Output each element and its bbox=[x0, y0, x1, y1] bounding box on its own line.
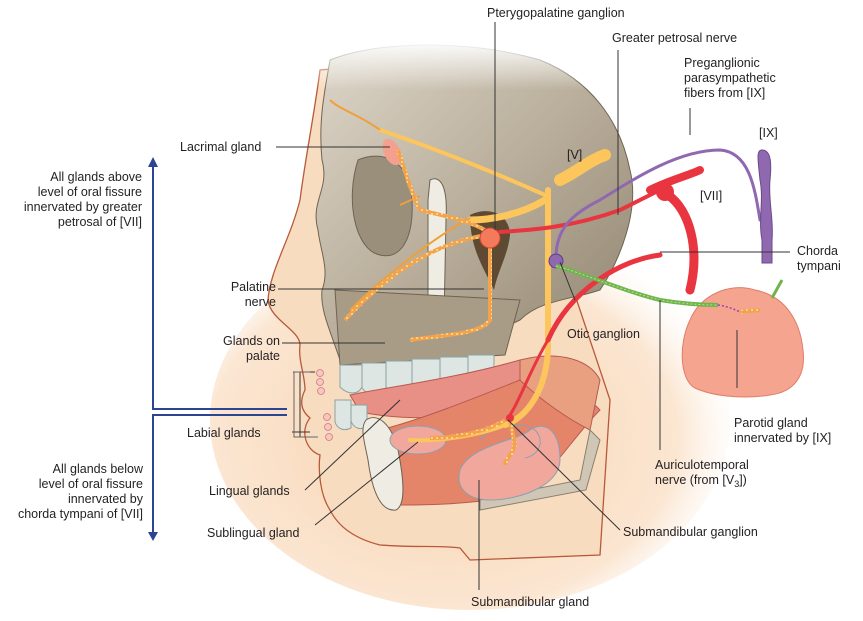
lacrimal-gland-shape bbox=[382, 138, 402, 166]
labial-gland-dots bbox=[316, 369, 333, 441]
label-otic-ganglion: Otic ganglion bbox=[567, 327, 640, 341]
label-palatine-nerve: Palatine nerve bbox=[186, 280, 276, 310]
label-part: ]) bbox=[739, 473, 747, 487]
note-below-line: chorda tympani of [VII] bbox=[17, 507, 143, 521]
note-below-oral-fissure: All glands below level of oral fissure i… bbox=[0, 462, 143, 522]
geniculate-ganglion bbox=[656, 183, 674, 201]
label-subscript: 3 bbox=[734, 479, 740, 489]
oral-fissure-arrows bbox=[152, 160, 287, 535]
label-line: Auriculotemporal bbox=[655, 458, 749, 472]
label-pterygopalatine-ganglion: Pterygopalatine ganglion bbox=[487, 6, 625, 20]
note-below-line: innervated by bbox=[67, 492, 143, 506]
note-above-line: All glands above bbox=[50, 170, 142, 184]
label-submandibular-gland: Submandibular gland bbox=[471, 595, 590, 609]
submandibular-ganglion-shape bbox=[506, 414, 514, 422]
postganglionic-fibers bbox=[343, 149, 761, 466]
label-sublingual-gland: Sublingual gland bbox=[207, 526, 300, 540]
cn-ix-trunk bbox=[757, 149, 773, 264]
arrow-down-icon bbox=[148, 532, 158, 541]
label-line: Palatine bbox=[230, 280, 276, 294]
label-labial-glands: Labial glands bbox=[187, 426, 261, 440]
label-line: nerve bbox=[244, 295, 276, 309]
parotid-gland-shape bbox=[681, 287, 804, 398]
label-line: parasympathetic bbox=[684, 71, 776, 85]
label-line: Chorda bbox=[797, 244, 838, 258]
label-submandibular-ganglion: Submandibular ganglion bbox=[623, 525, 758, 539]
parotid-duct-green bbox=[770, 279, 784, 299]
pterygopalatine-ganglion-shape bbox=[479, 227, 501, 249]
note-above-line: level of oral fissure bbox=[37, 185, 142, 199]
label-cn-ix: [IX] bbox=[759, 126, 778, 140]
label-line: Parotid gland bbox=[734, 416, 808, 430]
glossopharyngeal-nerve bbox=[554, 148, 762, 260]
parotid-fiber-arrow bbox=[717, 304, 741, 313]
note-above-line: petrosal of [VII] bbox=[57, 215, 142, 229]
label-line: tympani bbox=[797, 259, 841, 273]
label-auriculotemporal-nerve: Auriculotemporal nerve (from [V3]) bbox=[655, 458, 749, 489]
leader-lines bbox=[276, 22, 790, 590]
label-preganglionic-fibers: Preganglionic parasympathetic fibers fro… bbox=[684, 56, 776, 101]
note-above-oral-fissure: All glands above level of oral fissure i… bbox=[20, 170, 142, 230]
label-cn-vii: [VII] bbox=[700, 189, 723, 203]
arrow-up-icon bbox=[148, 157, 158, 167]
label-cn-v: [V] bbox=[567, 148, 583, 162]
label-line: Glands on bbox=[223, 334, 280, 348]
label-line: palate bbox=[245, 349, 280, 363]
label-line: fibers from [IX] bbox=[684, 86, 766, 100]
label-lacrimal-gland: Lacrimal gland bbox=[180, 140, 262, 154]
note-below-line: level of oral fissure bbox=[38, 477, 143, 491]
label-line: nerve (from [V3]) bbox=[655, 473, 749, 489]
label-greater-petrosal-nerve: Greater petrosal nerve bbox=[612, 31, 738, 45]
label-glands-on-palate: Glands on palate bbox=[180, 334, 280, 364]
mandible bbox=[479, 428, 601, 511]
label-line: Preganglionic bbox=[684, 56, 760, 70]
label-chorda-tympani: Chorda tympani bbox=[797, 244, 841, 274]
label-line: innervated by [IX] bbox=[734, 431, 832, 445]
note-above-line: innervated by greater bbox=[23, 200, 142, 214]
trigeminal-branches bbox=[329, 99, 471, 311]
auriculotemporal-nerve-shape bbox=[555, 264, 719, 307]
label-lingual-glands: Lingual glands bbox=[209, 484, 290, 498]
lower-teeth bbox=[334, 399, 368, 431]
labial-bracket bbox=[293, 371, 318, 438]
note-below-line: All glands below bbox=[52, 462, 143, 476]
maxilla bbox=[334, 289, 521, 366]
label-part: nerve (from [V bbox=[655, 473, 735, 487]
label-parotid-gland: Parotid gland innervated by [IX] bbox=[734, 416, 831, 446]
